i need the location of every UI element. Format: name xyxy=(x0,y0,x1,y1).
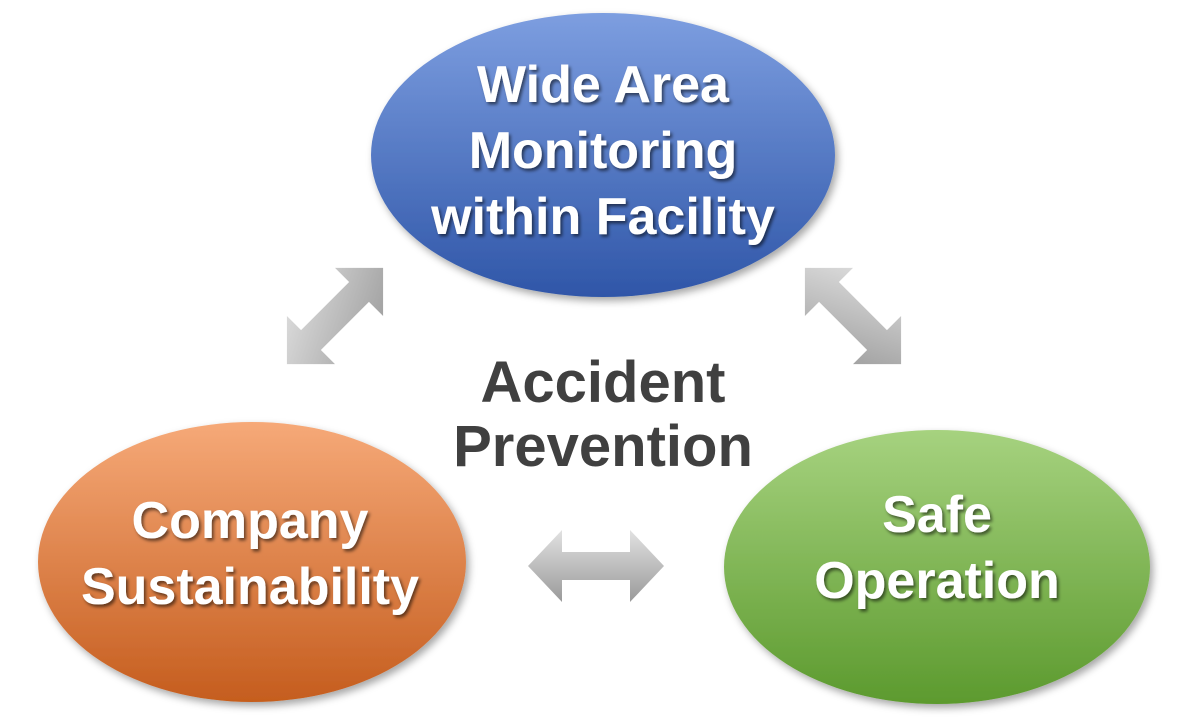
node-right-label-line2: Operation xyxy=(814,552,1060,610)
node-wide-area-monitoring: Wide Area Monitoring within Facility xyxy=(371,13,835,297)
node-top-label-line1: Wide Area xyxy=(477,56,730,114)
arrow-top-left xyxy=(286,267,384,365)
node-safe-operation: Safe Operation xyxy=(724,430,1150,704)
node-left-label-line1: Company xyxy=(132,492,369,550)
arrow-top-right xyxy=(804,267,902,365)
node-company-sustainability: Company Sustainability xyxy=(38,422,466,702)
center-label-line1: Accident xyxy=(481,350,726,415)
node-left-label-line2: Sustainability xyxy=(81,558,419,616)
node-left-ellipse xyxy=(38,422,466,702)
center-label-line2: Prevention xyxy=(453,414,753,479)
center-label: Accident Prevention xyxy=(453,350,753,479)
node-top-ellipse xyxy=(371,13,835,297)
node-right-label-line1: Safe xyxy=(882,486,992,544)
node-top-label-line2: Monitoring xyxy=(469,122,738,180)
node-top-label-line3: within Facility xyxy=(430,188,775,246)
node-right-ellipse xyxy=(724,430,1150,704)
arrow-bottom-horizontal xyxy=(528,530,664,602)
